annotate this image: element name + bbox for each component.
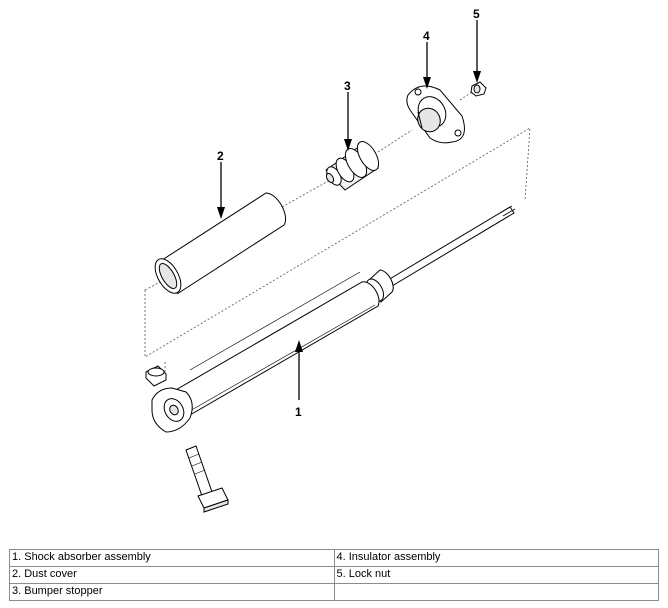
table-row: 3. Bumper stopper [9, 583, 659, 601]
shock-absorber-assembly [145, 205, 516, 513]
legend-item: 2. Dust cover [9, 566, 335, 584]
exploded-view-diagram: 1 2 3 4 5 [144, 7, 531, 513]
callout-2: 2 [217, 149, 224, 163]
table-row: 1. Shock absorber assembly 4. Insulator … [9, 549, 659, 567]
callout-3: 3 [344, 79, 351, 93]
callout-1: 1 [295, 405, 302, 419]
legend-item [333, 583, 659, 601]
bumper-stopper [325, 141, 380, 191]
dust-cover [154, 192, 287, 295]
parts-legend-table: 1. Shock absorber assembly 4. Insulator … [9, 549, 659, 601]
legend-item: 5. Lock nut [333, 566, 659, 584]
callout-5: 5 [473, 7, 480, 21]
callout-4: 4 [423, 29, 430, 43]
legend-item: 4. Insulator assembly [333, 549, 659, 567]
assembly-guide-lines [144, 91, 531, 372]
legend-item: 3. Bumper stopper [9, 583, 335, 601]
insulator-assembly [406, 85, 465, 144]
leader-lines [217, 20, 481, 400]
legend-item: 1. Shock absorber assembly [9, 549, 335, 567]
table-row: 2. Dust cover 5. Lock nut [9, 566, 659, 584]
lock-nut [470, 81, 487, 97]
